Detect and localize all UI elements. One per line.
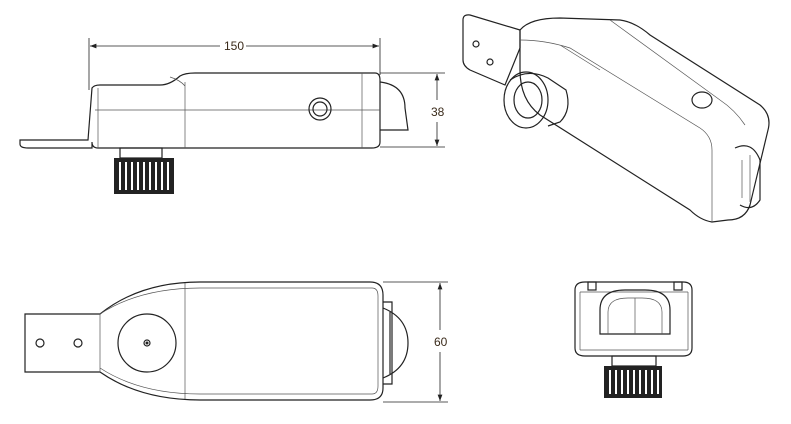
length-dimension-label: 150 [224, 39, 244, 53]
width-dimension-label: 60 [434, 335, 448, 349]
front-view [574, 281, 693, 398]
isometric-view [462, 14, 770, 223]
top-view: 60 [24, 281, 448, 403]
side-view: 38 150 [19, 38, 445, 194]
height-dimension-label: 38 [431, 105, 445, 119]
